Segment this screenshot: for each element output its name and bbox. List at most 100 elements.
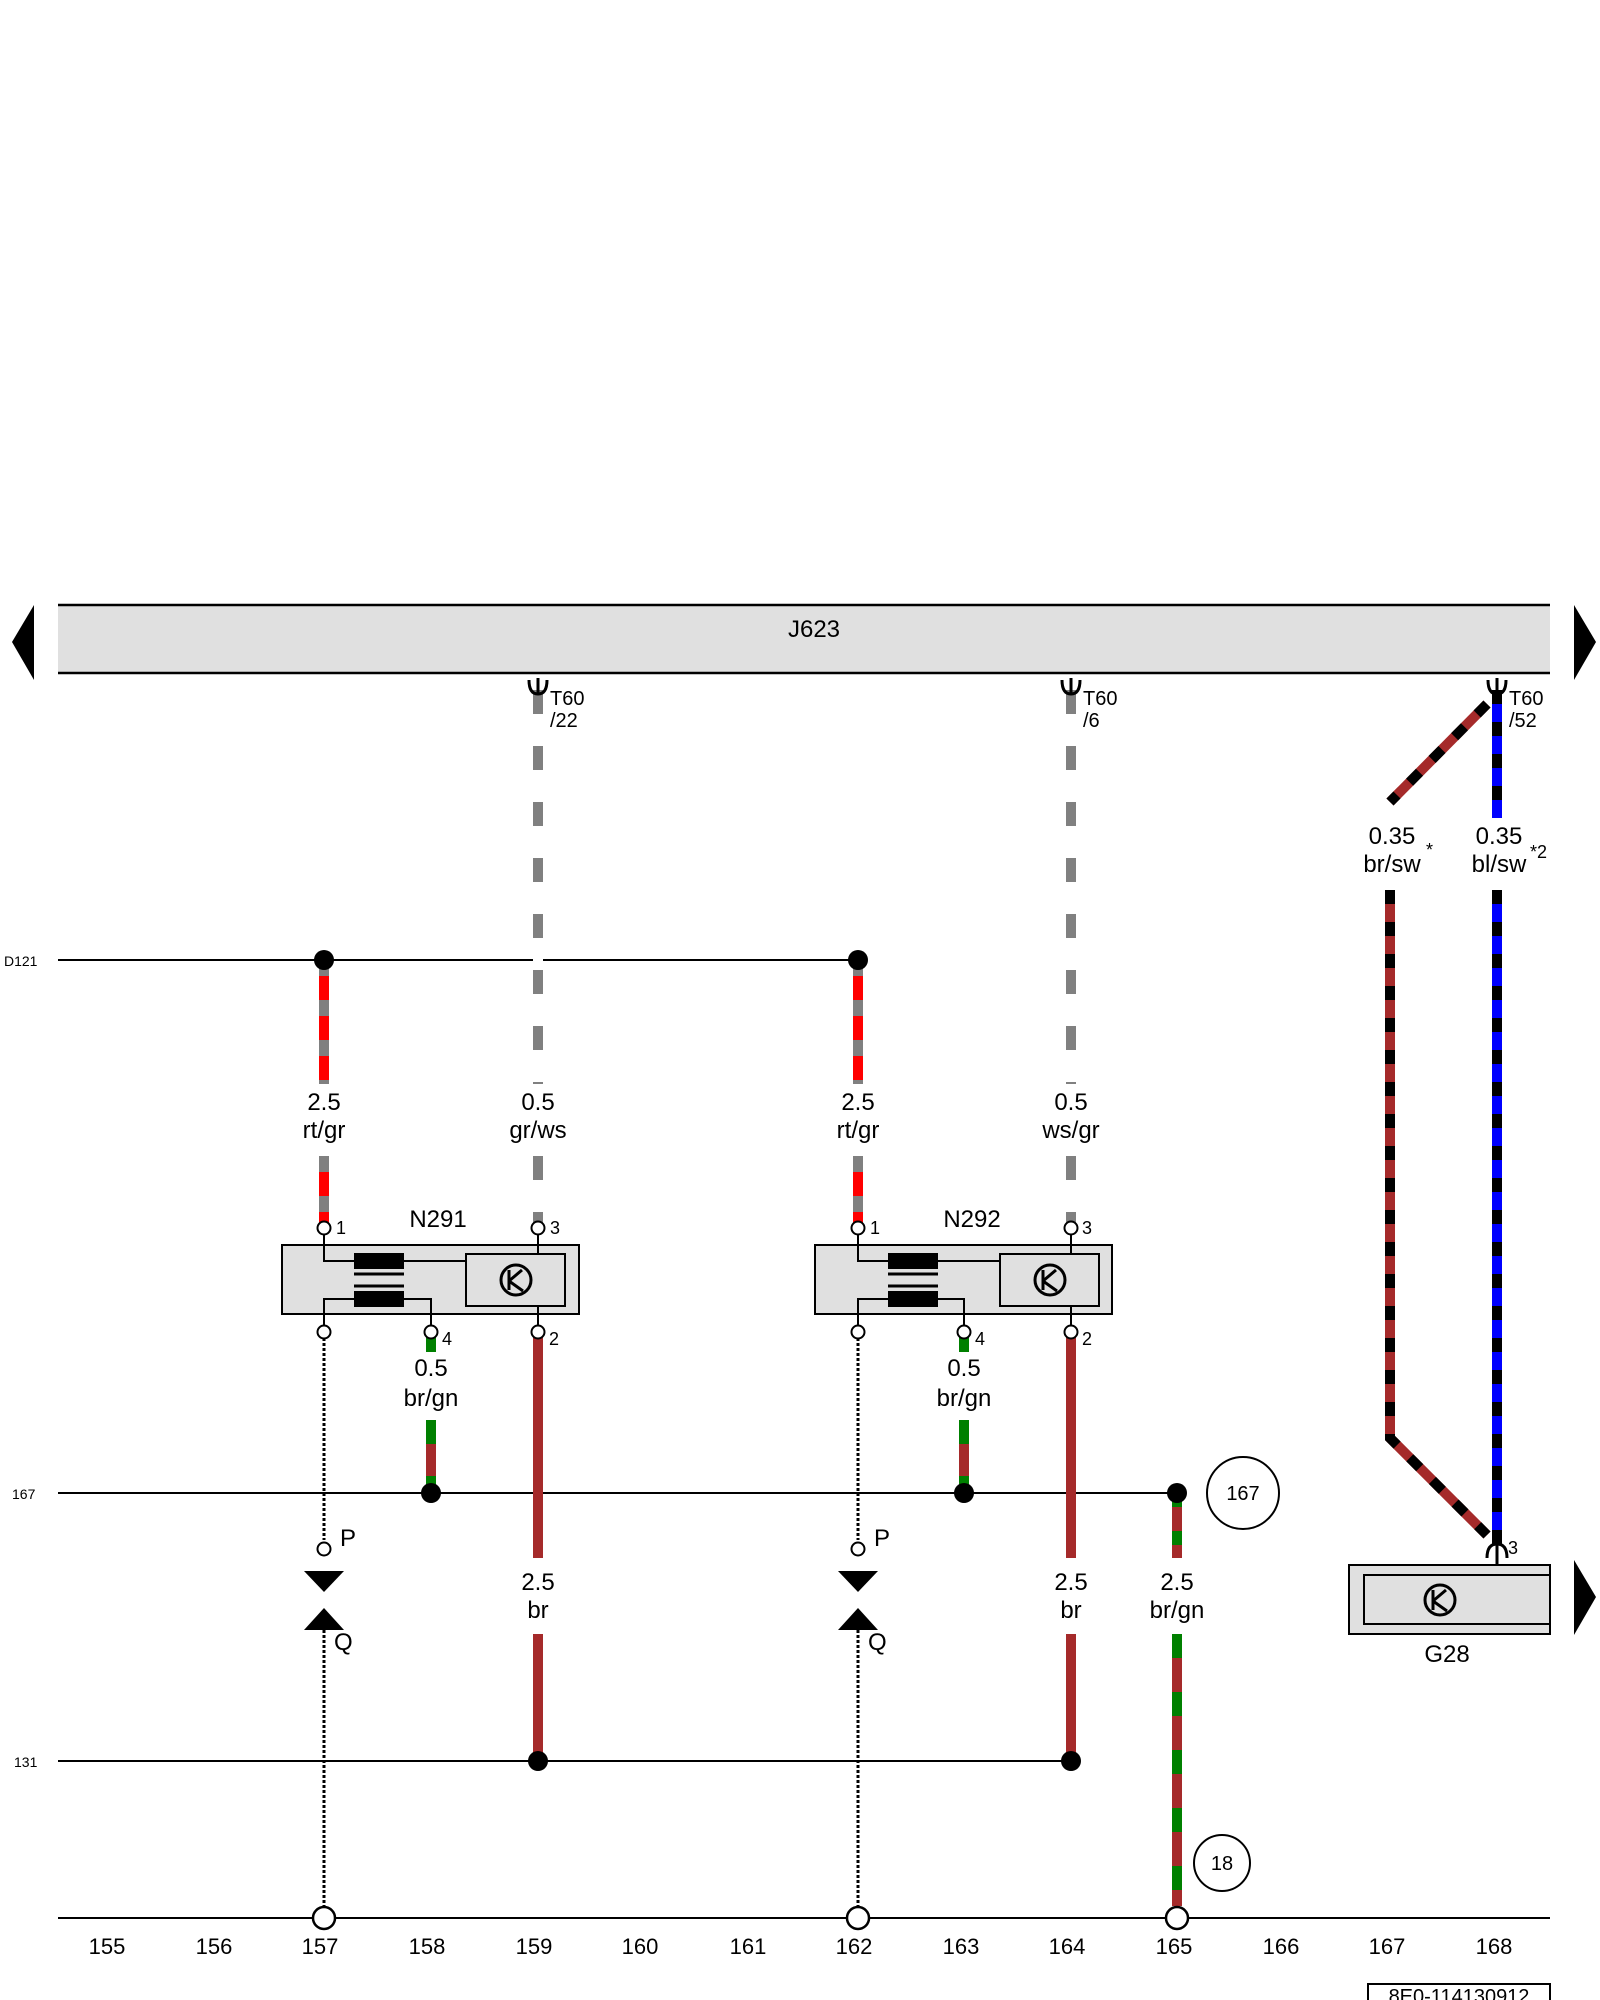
wire-color-code: rt/gr [303, 1117, 346, 1144]
connector-t60-22: T60 /22 [527, 676, 584, 732]
column-number: 168 [1476, 1934, 1513, 1959]
connector-label-line1: T60 [550, 688, 584, 710]
reference-label: 167 [1226, 1483, 1259, 1505]
reference-18[interactable]: 18 [1193, 1834, 1251, 1892]
wire-size: 2.5 [1160, 1569, 1193, 1596]
connector-label-line2: /52 [1509, 710, 1537, 732]
sensor-icon [499, 1263, 533, 1297]
link-label-top: P [340, 1525, 356, 1552]
wire-color-code: bl/sw [1472, 851, 1527, 878]
component-label: N291 [409, 1206, 466, 1233]
pin-label: 4 [975, 1329, 985, 1349]
junction-dot [528, 1751, 548, 1771]
connector-t60-52: T60 /52 [1486, 676, 1543, 732]
junction-dot [848, 950, 868, 970]
pin-dot [850, 1541, 866, 1557]
pin-dot [316, 1220, 332, 1236]
column-number: 157 [302, 1934, 339, 1959]
pin-label: 3 [1508, 1538, 1518, 1558]
link-symbol-1: P Q [304, 1525, 356, 1656]
pin-label: 1 [336, 1218, 346, 1238]
junction-dot [421, 1483, 441, 1503]
wire-size: 2.5 [841, 1089, 874, 1116]
wire-br-sw [1385, 700, 1491, 1539]
solenoid-coil-icon [888, 1253, 938, 1307]
wire-color-code: rt/gr [837, 1117, 880, 1144]
wire-size: 2.5 [1054, 1569, 1087, 1596]
wire-size: 0.5 [414, 1355, 447, 1382]
wire-size: 0.35 [1369, 823, 1416, 850]
pin-dot [316, 1541, 332, 1557]
terminal-circle [845, 1905, 871, 1931]
wire-label-rt-gr-1: 2.5 rt/gr [303, 1089, 346, 1144]
pin-dot [1063, 1220, 1079, 1236]
wire-size: 0.5 [947, 1355, 980, 1382]
pin-label: 3 [1082, 1218, 1092, 1238]
wire-size: 0.5 [1054, 1089, 1087, 1116]
diagram-id: 8E0-114130912 [1389, 1986, 1530, 2000]
wire-label-br-gn-1: 0.5 br/gn [404, 1355, 459, 1412]
pin-label: 1 [870, 1218, 880, 1238]
reference-167[interactable]: 167 [1206, 1456, 1280, 1530]
component-label: G28 [1424, 1641, 1469, 1668]
junction-dot [1167, 1483, 1187, 1503]
link-label-bottom: Q [334, 1629, 353, 1656]
wire-note: *2 [1530, 842, 1547, 862]
column-number: 156 [196, 1934, 233, 1959]
wire-size: 2.5 [521, 1569, 554, 1596]
connector-t60-6: T60 /6 [1060, 676, 1117, 732]
bus-label-167: 167 [12, 1486, 36, 1502]
wire-size: 2.5 [307, 1089, 340, 1116]
wire-label-ws-gr: 0.5 ws/gr [1041, 1089, 1099, 1144]
sensor-icon [1033, 1263, 1067, 1297]
pin-dot [316, 1324, 332, 1340]
pin-dot [1063, 1324, 1079, 1340]
link-label-bottom: Q [868, 1629, 887, 1656]
pin-dot [530, 1324, 546, 1340]
column-number: 155 [89, 1934, 126, 1959]
bus-label-d121: D121 [4, 953, 38, 969]
pin-dot [956, 1324, 972, 1340]
wire-label-br-1: 2.5 br [521, 1569, 554, 1624]
arrow-down-icon [838, 1571, 878, 1592]
wire-size: 0.35 [1476, 823, 1523, 850]
arrow-up-icon [838, 1608, 878, 1630]
connector-label-line1: T60 [1083, 688, 1117, 710]
pin-label: 2 [1082, 1329, 1092, 1349]
nav-right-arrow-icon[interactable] [1574, 605, 1596, 680]
nav-left-arrow-icon[interactable] [12, 605, 34, 680]
solenoid-coil-icon [354, 1253, 404, 1307]
reference-label: 18 [1211, 1853, 1233, 1875]
wire-color-code: gr/ws [509, 1117, 566, 1144]
pin-dot [850, 1220, 866, 1236]
diagram-id-box: 8E0-114130912 [1367, 1983, 1551, 2000]
control-unit-j623: J623 [58, 603, 1550, 675]
wire-color-code: br [527, 1597, 548, 1624]
pin-label: 4 [442, 1329, 452, 1349]
control-unit-label: J623 [788, 616, 840, 643]
pin-dot [530, 1220, 546, 1236]
connector-label-line1: T60 [1509, 688, 1543, 710]
column-number: 158 [409, 1934, 446, 1959]
link-symbol-2: P Q [838, 1525, 890, 1656]
junction-dot [314, 950, 334, 970]
wire-color-code: br/gn [404, 1385, 459, 1412]
junction-dot [954, 1483, 974, 1503]
pin-label: 3 [550, 1218, 560, 1238]
sensor-icon [1423, 1583, 1457, 1617]
wire-color-code: br/sw [1363, 851, 1421, 878]
component-n291: 1 3 4 2 N291 [281, 1206, 580, 1349]
wire-label-gr-ws: 0.5 gr/ws [509, 1089, 566, 1144]
pin-dot [423, 1324, 439, 1340]
nav-right-arrow-icon-2[interactable] [1574, 1560, 1596, 1635]
link-label-top: P [874, 1525, 890, 1552]
wire-label-rt-gr-2: 2.5 rt/gr [837, 1089, 880, 1144]
wire-color-code: br [1060, 1597, 1081, 1624]
junctions [311, 950, 1190, 1931]
component-g28: 3 G28 [1348, 1538, 1551, 1668]
terminal-circle [311, 1905, 337, 1931]
column-number: 165 [1156, 1934, 1193, 1959]
bus-label-131: 131 [14, 1754, 38, 1770]
column-number: 163 [943, 1934, 980, 1959]
